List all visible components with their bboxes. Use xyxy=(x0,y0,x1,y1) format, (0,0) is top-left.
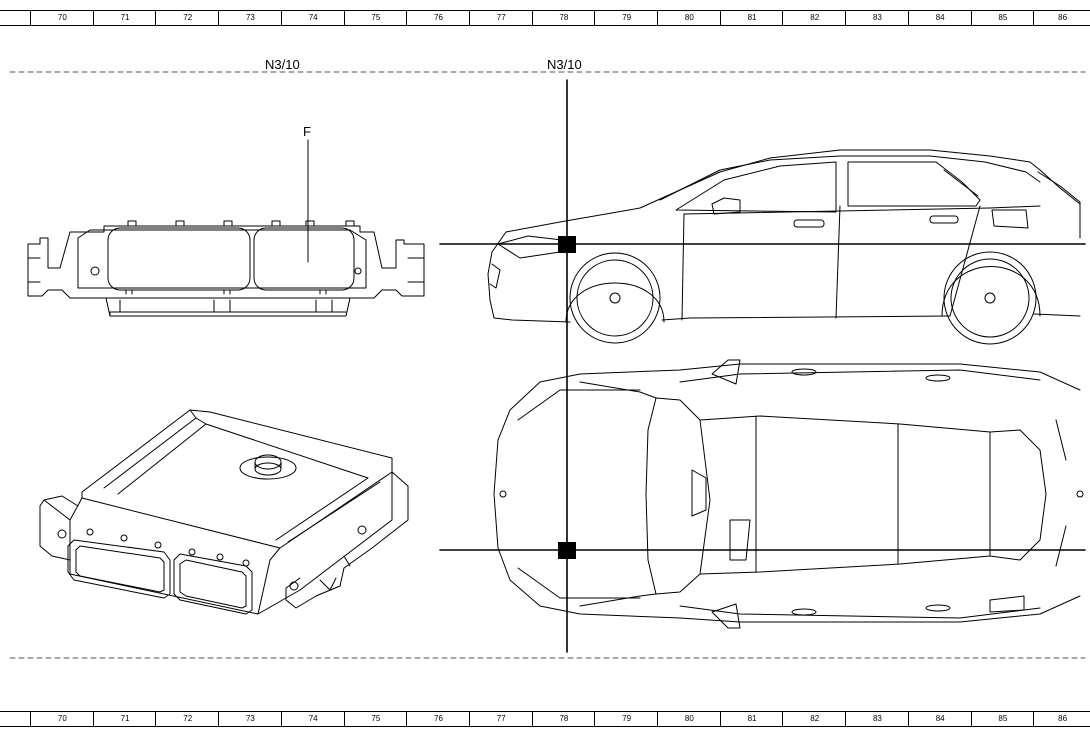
ruler-cell-71: 71 xyxy=(92,712,157,726)
ruler-cell-75: 75 xyxy=(343,11,408,25)
ruler-cell-73: 73 xyxy=(218,712,282,726)
ruler-cell-74: 74 xyxy=(280,11,345,25)
ruler-cell-86: 86 xyxy=(1033,712,1090,726)
vehicle-top-view xyxy=(493,359,1084,629)
ruler-cell-83: 83 xyxy=(845,712,909,726)
ruler-cell-85: 85 xyxy=(970,712,1035,726)
ruler-cell-71: 71 xyxy=(92,11,157,25)
ruler-cell-70: 70 xyxy=(30,712,94,726)
ruler-cell-84: 84 xyxy=(907,712,972,726)
location-marker-top xyxy=(558,542,576,559)
location-marker-side xyxy=(558,236,576,253)
ruler-cell-79: 79 xyxy=(594,712,658,726)
label-component-right: N3/10 xyxy=(547,57,582,72)
ruler-cell-74: 74 xyxy=(280,712,345,726)
ruler-cell-75: 75 xyxy=(343,712,408,726)
ruler-cell-81: 81 xyxy=(719,712,784,726)
ruler-cell-72: 72 xyxy=(155,712,219,726)
ruler-cell-85: 85 xyxy=(970,11,1035,25)
ruler-cell-81: 81 xyxy=(719,11,784,25)
ruler-cell-82: 82 xyxy=(782,11,846,25)
ruler-cell-73: 73 xyxy=(218,11,282,25)
ruler-cell-83: 83 xyxy=(845,11,909,25)
ruler-cell-84: 84 xyxy=(907,11,972,25)
ecu-front-view xyxy=(27,139,425,317)
ruler-cell-80: 80 xyxy=(657,712,721,726)
ruler-cell-70: 70 xyxy=(30,11,94,25)
ruler-cell-86: 86 xyxy=(1033,11,1090,25)
ruler-cell-78: 78 xyxy=(531,712,596,726)
ecu-perspective-view xyxy=(39,409,409,615)
ruler-cell-72: 72 xyxy=(155,11,219,25)
vehicle-side-view xyxy=(487,149,1081,345)
ruler-cell-79: 79 xyxy=(594,11,658,25)
label-view-letter: F xyxy=(303,124,311,139)
ruler-cell-78: 78 xyxy=(531,11,596,25)
ruler-cell-76: 76 xyxy=(406,712,470,726)
ruler-cell-80: 80 xyxy=(657,11,721,25)
label-component-left: N3/10 xyxy=(265,57,300,72)
location-crosshairs xyxy=(439,79,1086,653)
ruler-cell-77: 77 xyxy=(468,11,533,25)
ruler-cell-82: 82 xyxy=(782,712,846,726)
ruler-cell-76: 76 xyxy=(406,11,470,25)
ruler-cell-77: 77 xyxy=(468,712,533,726)
